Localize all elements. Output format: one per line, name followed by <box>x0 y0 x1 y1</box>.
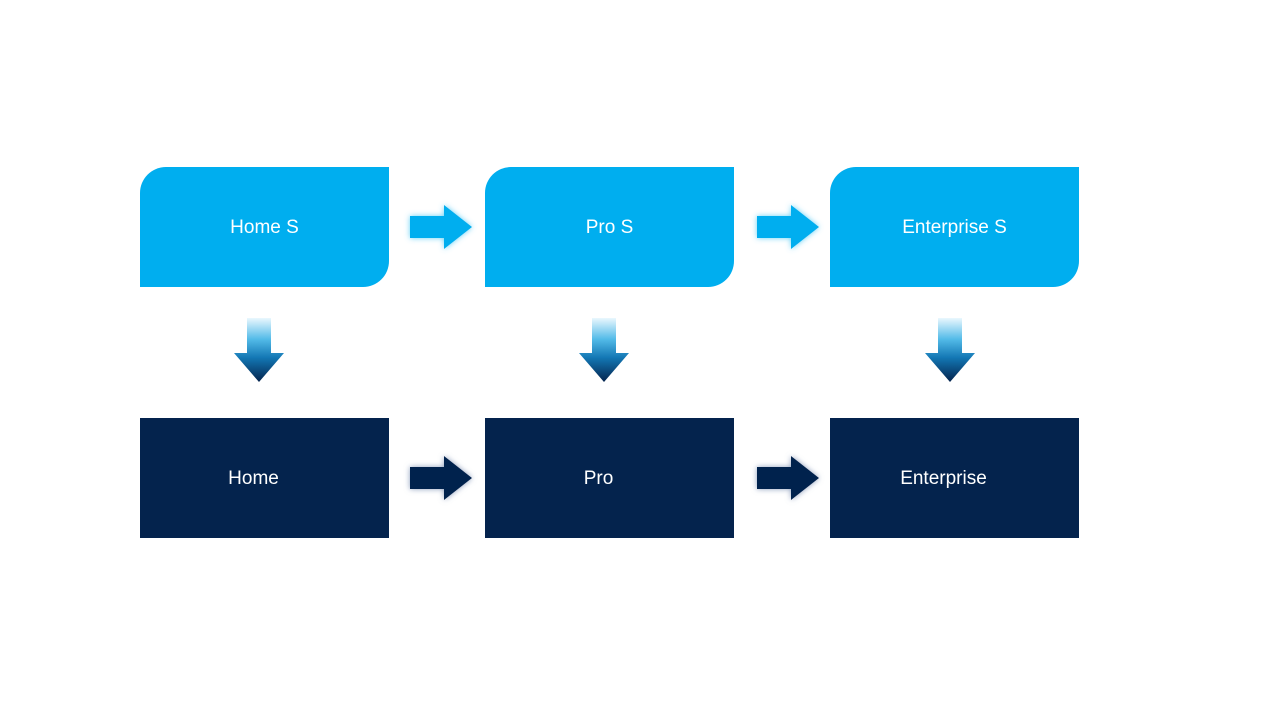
down-arrow-shape <box>234 318 284 382</box>
right-arrow-icon <box>757 456 819 500</box>
box-label: Pro S <box>585 216 634 238</box>
box-enterprise: Enterprise <box>830 418 1079 538</box>
box-pro-s: Pro S <box>485 167 734 287</box>
box-label: Pro <box>583 467 614 489</box>
down-arrow-icon <box>234 318 284 382</box>
box-enterprise-s: Enterprise S <box>830 167 1079 287</box>
box-home: Home <box>140 418 389 538</box>
right-arrow-shape <box>410 205 472 249</box>
box-label: Home S <box>230 216 299 238</box>
right-arrow-shape <box>757 456 819 500</box>
right-arrow-shape <box>757 205 819 249</box>
right-arrow-shape <box>410 456 472 500</box>
box-label: Home <box>228 467 279 489</box>
box-pro: Pro <box>485 418 734 538</box>
down-arrow-icon <box>579 318 629 382</box>
right-arrow-icon <box>410 205 472 249</box>
right-arrow-icon <box>757 205 819 249</box>
box-label: Enterprise S <box>902 216 1007 238</box>
down-arrow-icon <box>925 318 975 382</box>
right-arrow-icon <box>410 456 472 500</box>
down-arrow-shape <box>925 318 975 382</box>
down-arrow-shape <box>579 318 629 382</box>
box-home-s: Home S <box>140 167 389 287</box>
box-label: Enterprise <box>900 467 987 489</box>
